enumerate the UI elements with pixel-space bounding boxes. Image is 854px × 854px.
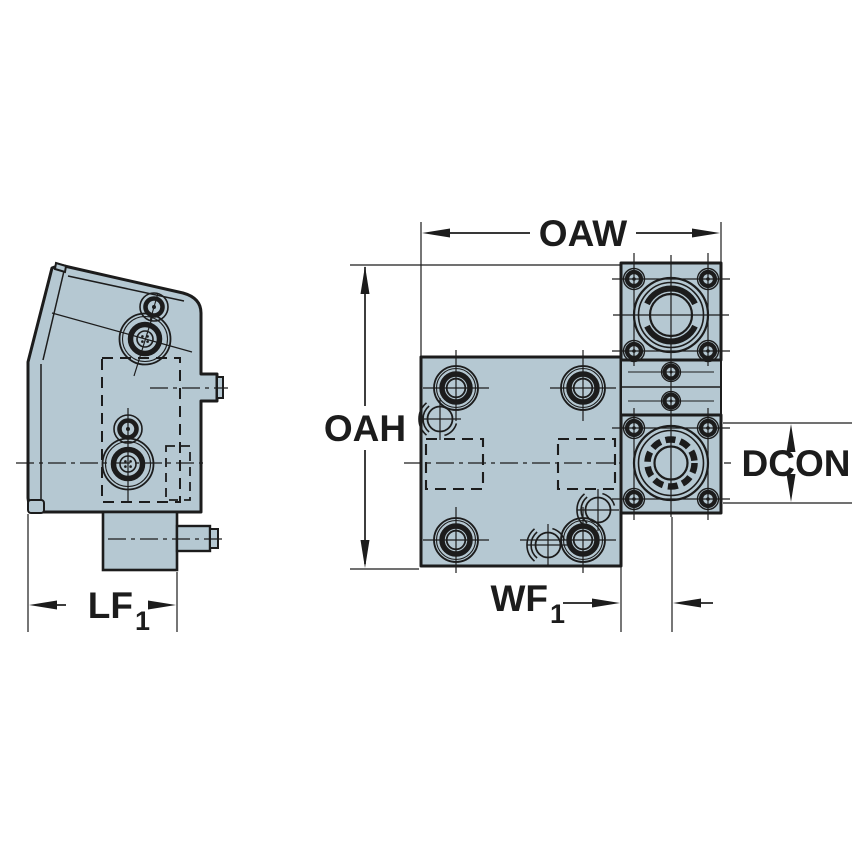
coupling-top bbox=[632, 276, 710, 354]
oaw-label: OAW bbox=[539, 213, 627, 254]
strip-screw-lower bbox=[659, 389, 683, 413]
strip-screw-upper bbox=[659, 360, 683, 384]
wf1-subscript: 1 bbox=[550, 599, 565, 629]
side-top-cap bbox=[53, 261, 68, 274]
front-boss-bottom-left bbox=[423, 507, 489, 573]
dimension-oaw: OAW bbox=[420, 213, 722, 356]
wf1-label: WF bbox=[490, 578, 548, 619]
dcon-label: DCON bbox=[742, 443, 851, 484]
front-boss-top-right bbox=[550, 350, 616, 421]
dimension-dcon: DCON bbox=[723, 422, 852, 504]
dimension-wf1: WF 1 bbox=[490, 515, 713, 632]
lf1-subscript: 1 bbox=[135, 606, 150, 636]
lf1-label: LF bbox=[88, 585, 133, 626]
oah-label: OAH bbox=[324, 408, 406, 449]
side-foot bbox=[27, 499, 45, 514]
front-boss-top-left bbox=[423, 350, 489, 421]
coupling-unit bbox=[612, 253, 730, 520]
side-lower-block bbox=[101, 510, 179, 572]
coupling-bottom bbox=[632, 424, 710, 502]
dimension-oah: OAH bbox=[324, 264, 620, 570]
dimension-lf1: LF 1 bbox=[27, 514, 178, 636]
side-view bbox=[16, 261, 228, 572]
front-view bbox=[404, 350, 731, 573]
